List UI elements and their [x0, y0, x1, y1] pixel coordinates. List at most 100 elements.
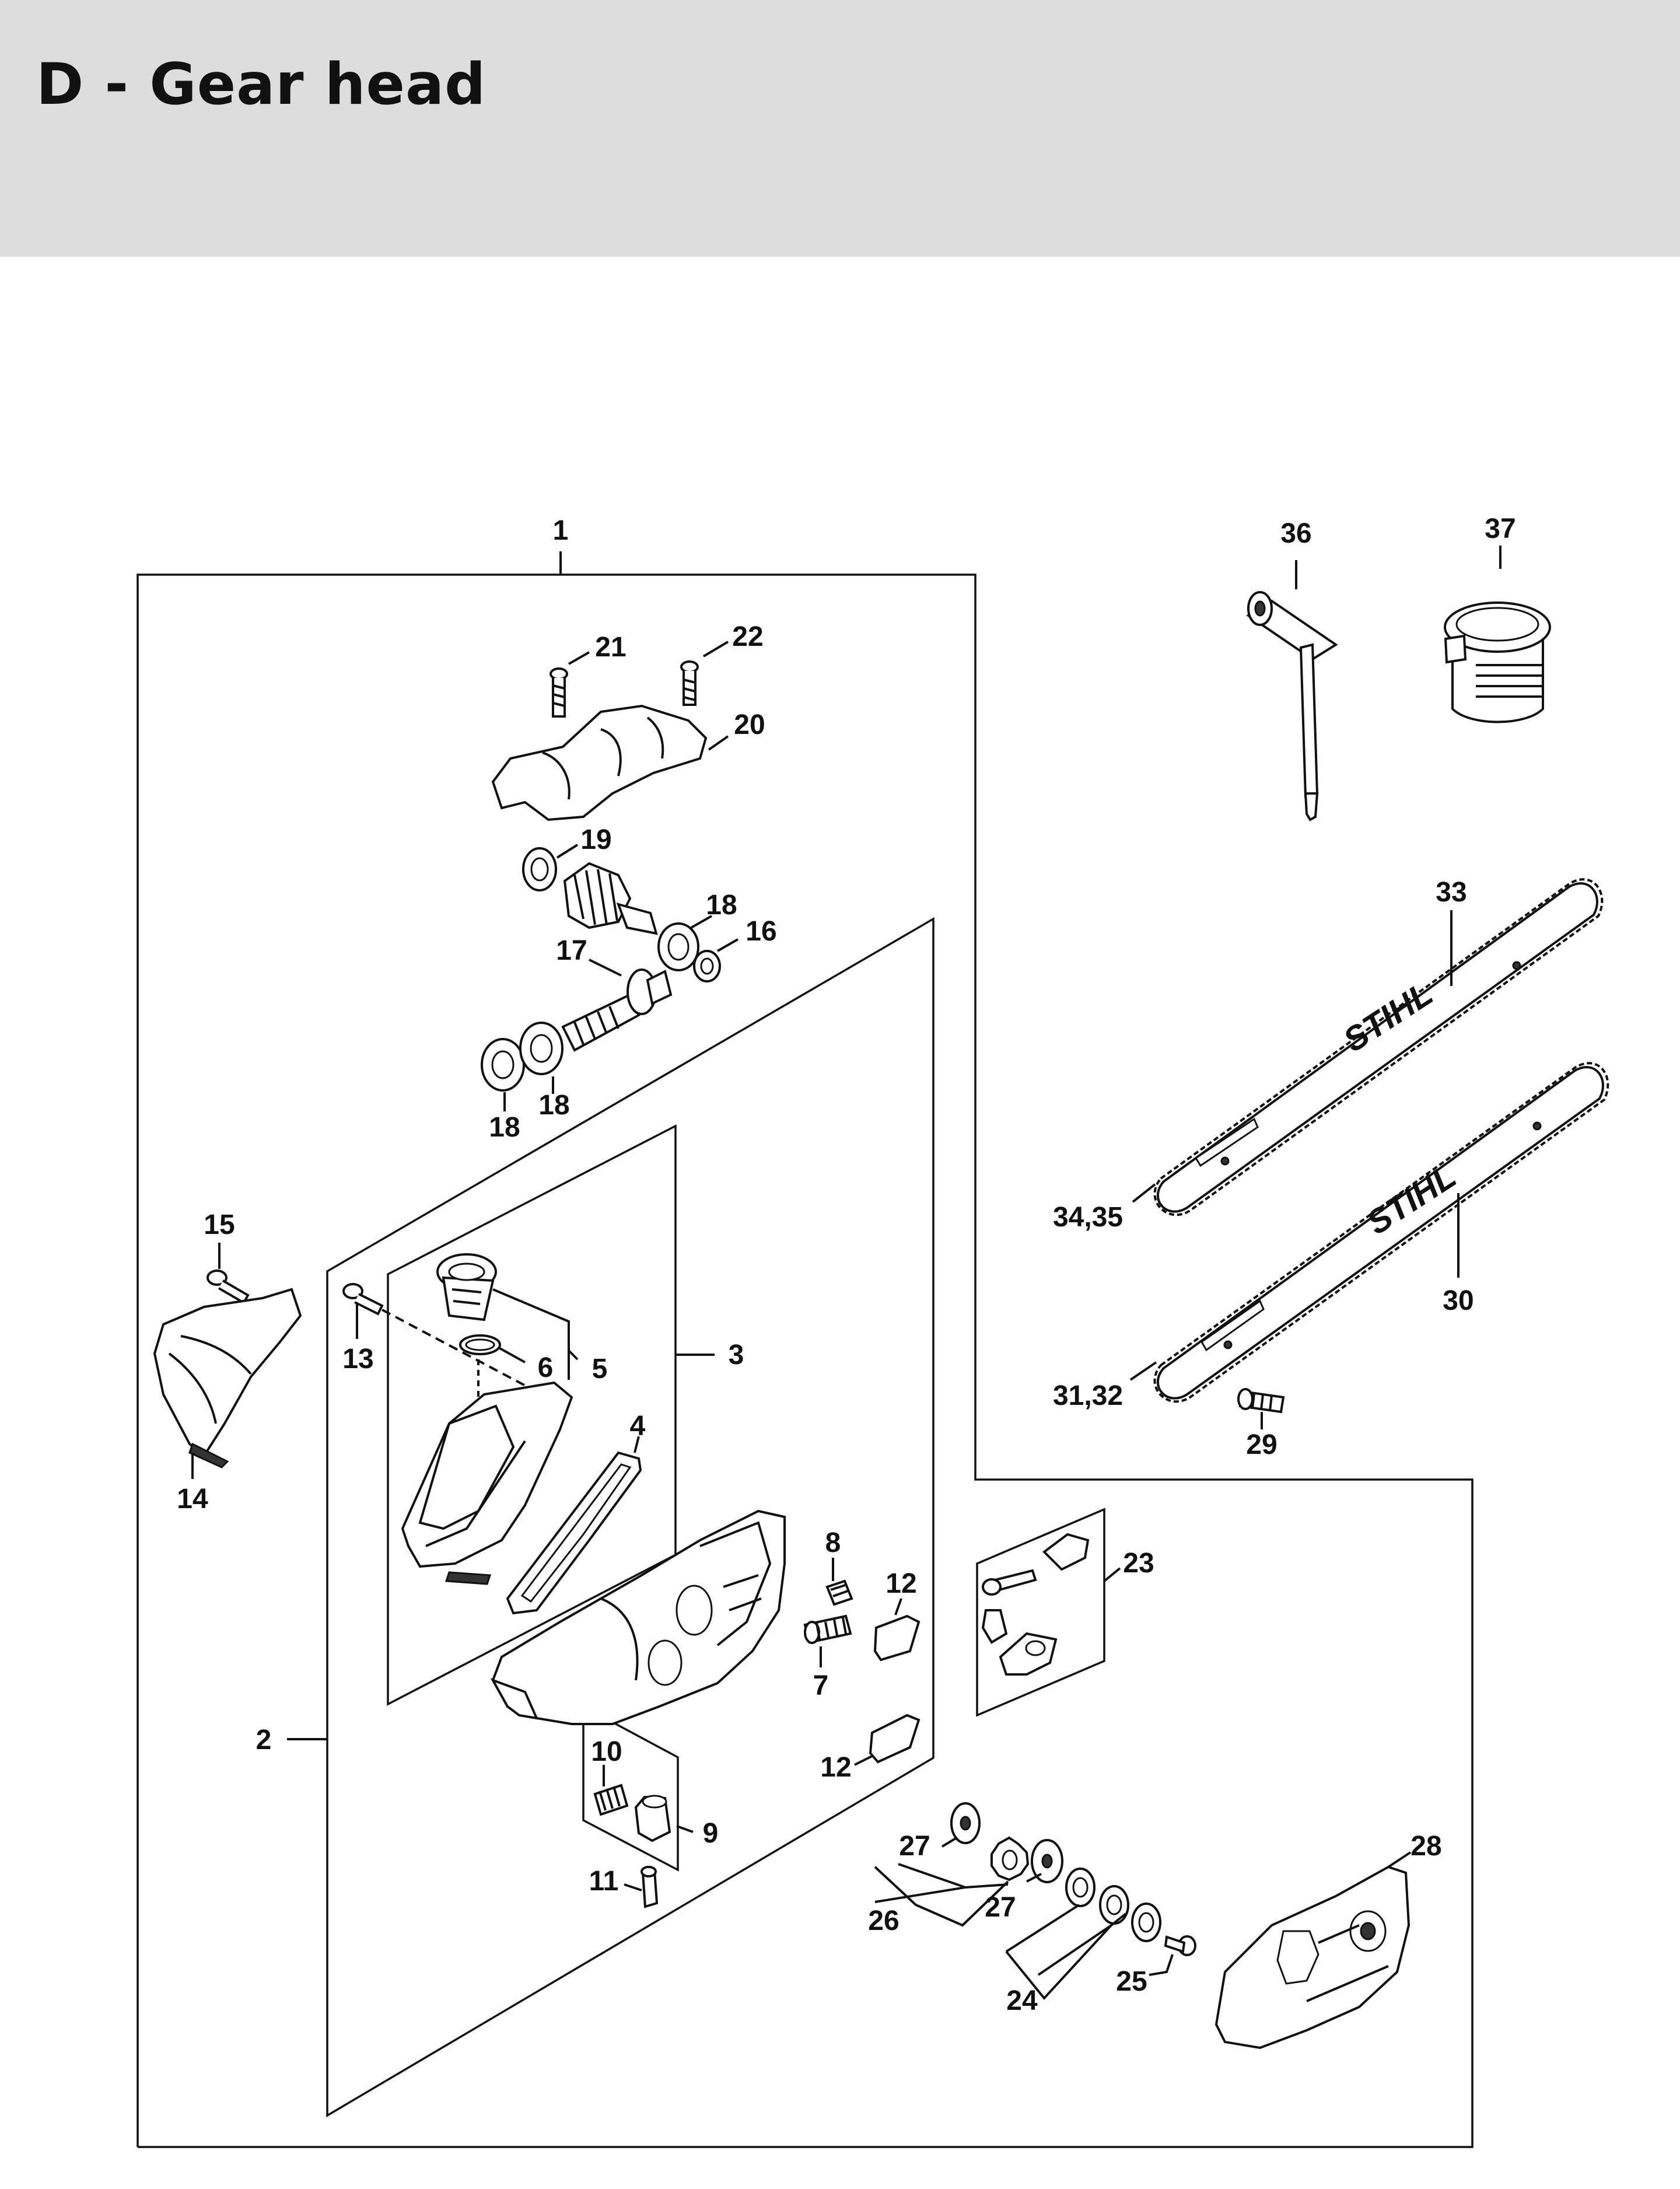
assembly-23-box: [976, 1508, 1105, 1717]
callout-36: 36: [1280, 518, 1311, 549]
callout-19: 19: [580, 824, 611, 855]
leader-26: [874, 1863, 1009, 1903]
callout-1: 1: [553, 515, 569, 546]
gasket-4: [506, 1451, 642, 1615]
leader-9: [676, 1825, 694, 1833]
callout-28: 28: [1410, 1831, 1441, 1862]
leader-20: [708, 735, 729, 751]
callout-18-upper: 18: [706, 890, 737, 921]
callout-4: 4: [630, 1411, 646, 1442]
callout-29: 29: [1246, 1429, 1277, 1460]
callout-23: 23: [1123, 1548, 1154, 1579]
screw-15: [206, 1270, 250, 1305]
callout-34-35: 34,35: [1053, 1202, 1123, 1233]
pin-11: [640, 1866, 659, 1908]
callout-22: 22: [732, 621, 763, 652]
washer-27-right: [1031, 1839, 1063, 1883]
bearing-18-upper: [657, 922, 699, 971]
assembly-1-box: [136, 574, 1474, 2148]
tensioner-12-lower: [869, 1714, 921, 1764]
sprocket-26: [991, 1836, 1030, 1882]
leader-28: [1387, 1851, 1412, 1868]
combination-wrench-36: [1246, 591, 1338, 821]
callout-10: 10: [591, 1736, 622, 1767]
page-title: D - Gear head: [36, 51, 487, 118]
ring-16: [693, 950, 721, 982]
callout-27-right: 27: [985, 1892, 1016, 1923]
page-header: D - Gear head: [0, 0, 1680, 257]
callout-20: 20: [734, 709, 765, 740]
leader-21: [568, 651, 590, 665]
callout-5: 5: [592, 1354, 608, 1384]
callout-33: 33: [1436, 877, 1466, 908]
o-ring-6: [459, 1334, 501, 1355]
callout-3: 3: [729, 1340, 744, 1370]
screw-13-axis: [382, 1309, 531, 1390]
screw-13: [342, 1283, 384, 1316]
screw-25: [1164, 1935, 1196, 1956]
callout-30: 30: [1443, 1285, 1474, 1316]
oil-tank: [401, 1381, 573, 1585]
screw-22: [680, 660, 699, 706]
callout-37: 37: [1485, 513, 1516, 544]
callout-17: 17: [556, 935, 587, 966]
leader-16: [717, 938, 738, 952]
guide-bar-33: [1153, 878, 1604, 1216]
leader-19: [556, 844, 579, 859]
leader-27-left: [941, 1837, 958, 1848]
bevel-gear-17: [563, 862, 658, 935]
callout-31-32: 31,32: [1053, 1380, 1123, 1411]
callout-18-left: 18: [489, 1112, 520, 1143]
leader-26-bracket: [874, 1866, 1009, 1927]
spring-10: [593, 1784, 629, 1816]
leader-24-bracket: [1005, 1924, 1112, 2001]
callout-18-right: 18: [538, 1090, 569, 1121]
leader-5b: [568, 1349, 579, 1361]
washer-24-c: [1131, 1903, 1161, 1942]
callout-13: 13: [342, 1344, 373, 1375]
leader-18-upper: [691, 915, 712, 929]
tensioner-12-upper: [873, 1614, 921, 1662]
callout-8: 8: [825, 1527, 841, 1558]
clamp-20: [491, 704, 708, 821]
leader-25: [1149, 1954, 1174, 1976]
leader-4: [634, 1436, 640, 1453]
leader-17: [589, 959, 622, 977]
callout-6: 6: [538, 1352, 554, 1383]
callout-16: 16: [746, 916, 776, 947]
callout-15: 15: [204, 1209, 235, 1240]
drive-shaft-17: [561, 968, 673, 1052]
leader-6: [498, 1347, 526, 1363]
callout-14: 14: [177, 1484, 208, 1515]
leader-34-35: [1132, 1183, 1156, 1203]
leader-12-lower: [854, 1755, 873, 1766]
stud-29: [1237, 1388, 1285, 1414]
assembly-2-box: [326, 917, 935, 2118]
callout-2: 2: [256, 1725, 272, 1756]
assembly-9-box: [582, 1705, 679, 1872]
washer-24-b: [1099, 1885, 1129, 1925]
callout-11: 11: [589, 1866, 619, 1897]
callout-21: 21: [595, 632, 626, 663]
callout-27-left: 27: [899, 1831, 930, 1862]
callout-7: 7: [813, 1670, 829, 1701]
leader-11: [624, 1883, 642, 1891]
callout-24: 24: [1006, 1985, 1038, 2016]
oil-cap-5: [436, 1253, 497, 1321]
washer-24-a: [1065, 1868, 1096, 1907]
gear-housing-2: [490, 1509, 786, 1725]
leader-27-right: [1026, 1873, 1042, 1883]
pin-8: [825, 1579, 853, 1606]
washer-27-left: [950, 1802, 981, 1844]
leader-12-upper: [894, 1598, 902, 1615]
stud-7: [803, 1614, 852, 1644]
grease-tube-37: [1444, 602, 1551, 723]
chip-deflector-14: [153, 1288, 302, 1468]
bearing-19: [522, 847, 557, 891]
leader-22: [702, 641, 729, 658]
sprocket-cover-28: [1214, 1865, 1410, 2050]
screw-21: [550, 667, 568, 718]
bearing-18-left: [481, 1038, 525, 1092]
guide-bar-30: [1153, 1062, 1609, 1403]
